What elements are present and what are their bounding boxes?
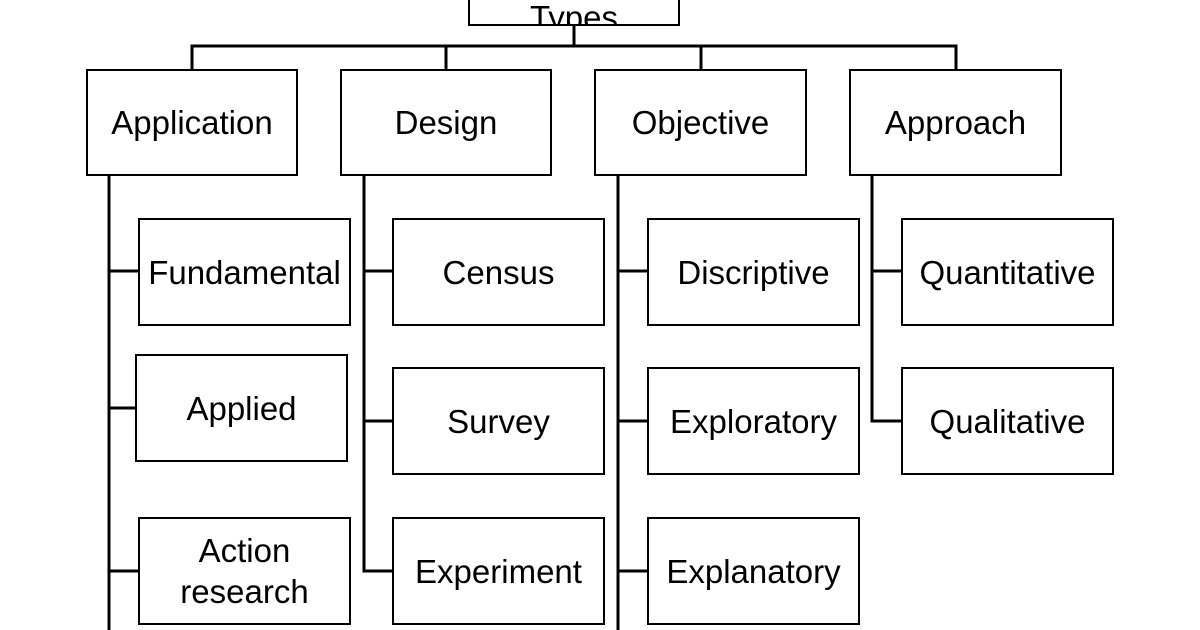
node-label: Fundamental bbox=[148, 253, 341, 291]
category-approach: Approach bbox=[849, 69, 1062, 176]
node-experiment: Experiment bbox=[392, 517, 605, 625]
category-label: Application bbox=[111, 104, 273, 141]
node-label: Quantitative bbox=[919, 253, 1096, 291]
root-node-types: Types bbox=[468, 0, 680, 26]
node-discriptive: Discriptive bbox=[647, 218, 860, 326]
node-label: Exploratory bbox=[670, 402, 837, 440]
category-label: Objective bbox=[631, 104, 770, 141]
category-design: Design bbox=[340, 69, 552, 176]
category-label: Design bbox=[394, 104, 498, 141]
node-fundamental: Fundamental bbox=[138, 218, 351, 326]
node-quantitative: Quantitative bbox=[901, 218, 1114, 326]
node-qualitative: Qualitative bbox=[901, 367, 1114, 475]
node-label: Experiment bbox=[415, 552, 582, 590]
category-objective: Objective bbox=[594, 69, 807, 176]
root-node-label: Types bbox=[529, 0, 619, 26]
node-explanatory: Explanatory bbox=[647, 517, 860, 625]
category-application: Application bbox=[86, 69, 298, 176]
node-label: Explanatory bbox=[666, 552, 841, 590]
node-action-research: Action research bbox=[138, 517, 351, 625]
node-label: Action research bbox=[180, 532, 309, 610]
node-label: Census bbox=[442, 253, 555, 291]
node-label: Survey bbox=[447, 402, 550, 440]
node-census: Census bbox=[392, 218, 605, 326]
node-label: Applied bbox=[186, 389, 297, 427]
node-applied: Applied bbox=[135, 354, 348, 462]
node-label: Discriptive bbox=[677, 253, 830, 291]
category-label: Approach bbox=[884, 104, 1027, 141]
node-exploratory: Exploratory bbox=[647, 367, 860, 475]
node-label: Qualitative bbox=[929, 402, 1086, 440]
node-survey: Survey bbox=[392, 367, 605, 475]
